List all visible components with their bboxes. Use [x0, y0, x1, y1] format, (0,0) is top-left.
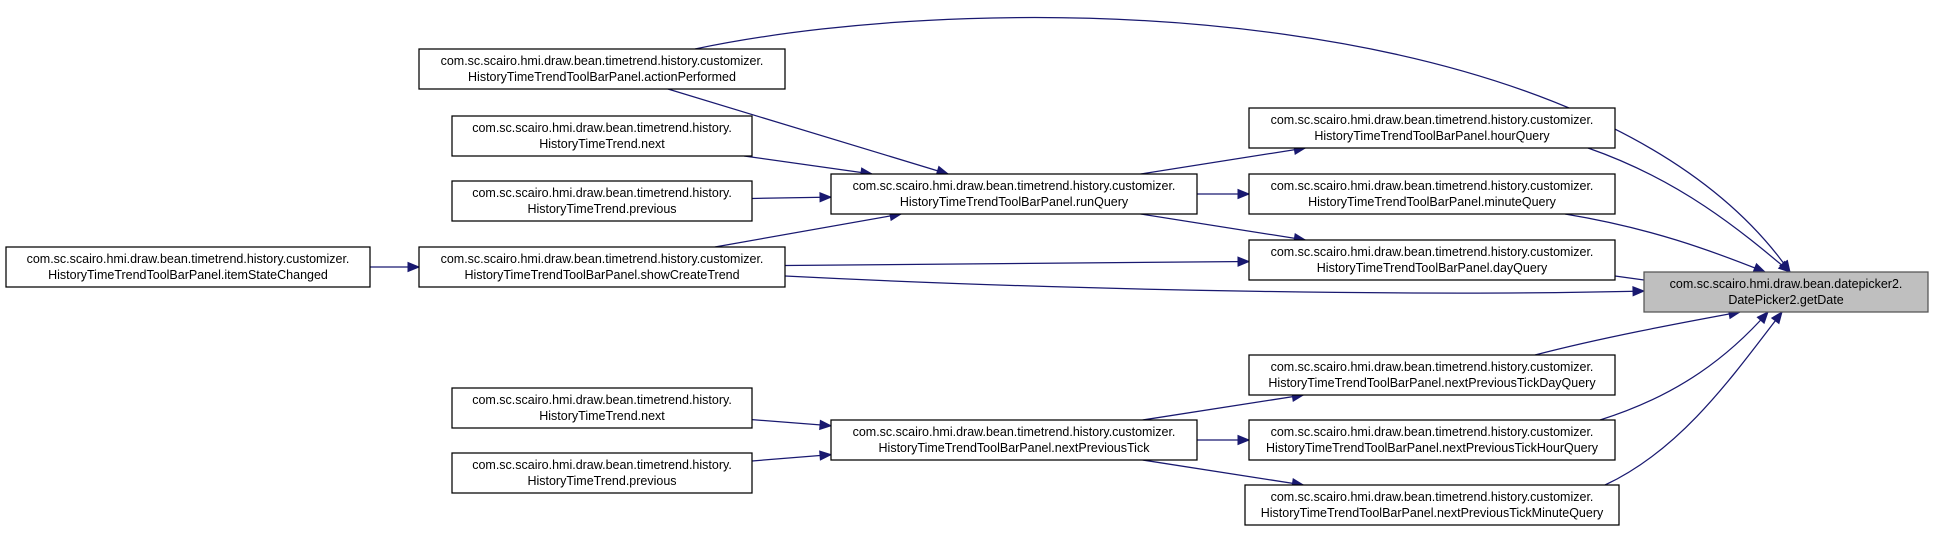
node-box-nptHourQuery[interactable] — [1248, 419, 1616, 461]
node-label-itemStateChanged-line1: com.sc.scairo.hmi.draw.bean.timetrend.hi… — [27, 252, 350, 266]
edge-showCreateTrend-to-getDate-arrowhead — [1632, 286, 1646, 297]
node-label-actionPerformed-line2: HistoryTimeTrendToolBarPanel.actionPerfo… — [468, 70, 736, 84]
node-runQuery[interactable]: com.sc.scairo.hmi.draw.bean.timetrend.hi… — [830, 173, 1198, 215]
node-label-nptHourQuery-line1: com.sc.scairo.hmi.draw.bean.timetrend.hi… — [1271, 425, 1594, 439]
node-nextPreviousTick[interactable]: com.sc.scairo.hmi.draw.bean.timetrend.hi… — [830, 419, 1198, 461]
node-label-previous2-line2: HistoryTimeTrend.previous — [527, 474, 676, 488]
node-label-getDate-line1: com.sc.scairo.hmi.draw.bean.datepicker2. — [1670, 277, 1903, 291]
edge-nextPreviousTick-to-nptHourQuery-arrowhead — [1237, 434, 1251, 446]
node-box-next1[interactable] — [451, 115, 753, 157]
node-label-runQuery-line2: HistoryTimeTrendToolBarPanel.runQuery — [900, 195, 1129, 209]
node-showCreateTrend[interactable]: com.sc.scairo.hmi.draw.bean.timetrend.hi… — [418, 246, 786, 288]
node-previous1[interactable]: com.sc.scairo.hmi.draw.bean.timetrend.hi… — [451, 180, 753, 222]
edge-dayQuery-to-getDate — [1614, 275, 1645, 281]
node-box-hourQuery[interactable] — [1248, 107, 1616, 149]
node-label-nextPreviousTick-line2: HistoryTimeTrendToolBarPanel.nextPreviou… — [879, 441, 1151, 455]
node-box-nextPreviousTick[interactable] — [830, 419, 1198, 461]
edge-next1-to-runQuery — [743, 155, 873, 175]
edge-previous1-to-runQuery-arrowhead — [819, 192, 833, 203]
node-label-minuteQuery-line2: HistoryTimeTrendToolBarPanel.minuteQuery — [1308, 195, 1557, 209]
edge-runQuery-to-dayQuery — [1140, 213, 1306, 241]
node-label-nptHourQuery-line2: HistoryTimeTrendToolBarPanel.nextPreviou… — [1266, 441, 1599, 455]
node-nptMinuteQuery[interactable]: com.sc.scairo.hmi.draw.bean.timetrend.hi… — [1244, 484, 1620, 526]
node-minuteQuery[interactable]: com.sc.scairo.hmi.draw.bean.timetrend.hi… — [1248, 173, 1616, 215]
node-dayQuery[interactable]: com.sc.scairo.hmi.draw.bean.timetrend.hi… — [1248, 239, 1616, 281]
node-box-getDate[interactable] — [1643, 271, 1929, 313]
edge-nptMinuteQuery-to-getDate-arrowhead — [1770, 310, 1783, 325]
edge-runQuery-to-hourQuery — [1140, 147, 1306, 175]
node-label-next2-line1: com.sc.scairo.hmi.draw.bean.timetrend.hi… — [472, 393, 732, 407]
node-label-hourQuery-line1: com.sc.scairo.hmi.draw.bean.timetrend.hi… — [1271, 113, 1594, 127]
node-label-previous1-line2: HistoryTimeTrend.previous — [527, 202, 676, 216]
edge-previous1-to-runQuery — [751, 196, 832, 200]
nodes-layer: com.sc.scairo.hmi.draw.bean.datepicker2.… — [5, 48, 1929, 526]
node-box-minuteQuery[interactable] — [1248, 173, 1616, 215]
edge-previous2-to-nextPreviousTick — [751, 454, 832, 462]
node-label-next1-line1: com.sc.scairo.hmi.draw.bean.timetrend.hi… — [472, 121, 732, 135]
node-label-next2-line2: HistoryTimeTrend.next — [539, 409, 665, 423]
edge-showCreateTrend-to-dayQuery — [784, 260, 1250, 267]
node-box-nptDayQuery[interactable] — [1248, 354, 1616, 396]
node-label-getDate-line2: DatePicker2.getDate — [1728, 293, 1843, 307]
edge-showCreateTrend-to-runQuery — [714, 213, 902, 248]
edge-nptDayQuery-to-getDate — [1534, 311, 1741, 356]
edge-actionPerformed-to-runQuery — [667, 88, 949, 175]
node-box-runQuery[interactable] — [830, 173, 1198, 215]
edge-nextPreviousTick-to-nptDayQuery — [1142, 394, 1304, 421]
node-box-dayQuery[interactable] — [1248, 239, 1616, 281]
edge-showCreateTrend-to-getDate — [784, 275, 1645, 294]
node-label-nextPreviousTick-line1: com.sc.scairo.hmi.draw.bean.timetrend.hi… — [853, 425, 1176, 439]
edge-nptMinuteQuery-to-getDate — [1604, 311, 1783, 486]
node-label-dayQuery-line1: com.sc.scairo.hmi.draw.bean.timetrend.hi… — [1271, 245, 1594, 259]
edge-runQuery-to-minuteQuery-arrowhead — [1237, 188, 1251, 200]
node-hourQuery[interactable]: com.sc.scairo.hmi.draw.bean.timetrend.hi… — [1248, 107, 1616, 149]
node-itemStateChanged[interactable]: com.sc.scairo.hmi.draw.bean.timetrend.hi… — [5, 246, 371, 288]
edge-minuteQuery-to-getDate — [1564, 213, 1766, 273]
node-label-dayQuery-line2: HistoryTimeTrendToolBarPanel.dayQuery — [1317, 261, 1548, 275]
node-box-nptMinuteQuery[interactable] — [1244, 484, 1620, 526]
node-next2[interactable]: com.sc.scairo.hmi.draw.bean.timetrend.hi… — [451, 387, 753, 429]
node-label-nptDayQuery-line1: com.sc.scairo.hmi.draw.bean.timetrend.hi… — [1271, 360, 1594, 374]
node-previous2[interactable]: com.sc.scairo.hmi.draw.bean.timetrend.hi… — [451, 452, 753, 494]
edge-nptHourQuery-to-getDate-arrowhead — [1756, 311, 1769, 325]
node-label-next1-line2: HistoryTimeTrend.next — [539, 137, 665, 151]
node-nptDayQuery[interactable]: com.sc.scairo.hmi.draw.bean.timetrend.hi… — [1248, 354, 1616, 396]
node-box-itemStateChanged[interactable] — [5, 246, 371, 288]
edge-nextPreviousTick-to-nptMinuteQuery — [1142, 459, 1304, 486]
node-box-next2[interactable] — [451, 387, 753, 429]
edge-minuteQuery-to-getDate-arrowhead — [1752, 262, 1767, 273]
node-label-minuteQuery-line1: com.sc.scairo.hmi.draw.bean.timetrend.hi… — [1271, 179, 1594, 193]
node-nptHourQuery[interactable]: com.sc.scairo.hmi.draw.bean.timetrend.hi… — [1248, 419, 1616, 461]
edge-hourQuery-to-getDate-arrowhead — [1777, 260, 1792, 273]
node-label-runQuery-line1: com.sc.scairo.hmi.draw.bean.timetrend.hi… — [853, 179, 1176, 193]
edge-showCreateTrend-to-dayQuery-arrowhead — [1237, 256, 1251, 267]
edge-next2-to-nextPreviousTick — [751, 419, 832, 427]
node-label-nptMinuteQuery-line1: com.sc.scairo.hmi.draw.bean.timetrend.hi… — [1271, 490, 1594, 504]
edge-itemStateChanged-to-showCreateTrend-arrowhead — [407, 261, 421, 273]
node-label-previous2-line1: com.sc.scairo.hmi.draw.bean.timetrend.hi… — [472, 458, 732, 472]
node-getDate[interactable]: com.sc.scairo.hmi.draw.bean.datepicker2.… — [1643, 271, 1929, 313]
node-box-previous2[interactable] — [451, 452, 753, 494]
edge-hourQuery-to-getDate — [1587, 147, 1791, 273]
node-label-actionPerformed-line1: com.sc.scairo.hmi.draw.bean.timetrend.hi… — [441, 54, 764, 68]
node-label-previous1-line1: com.sc.scairo.hmi.draw.bean.timetrend.hi… — [472, 186, 732, 200]
node-actionPerformed[interactable]: com.sc.scairo.hmi.draw.bean.timetrend.hi… — [418, 48, 786, 90]
node-box-showCreateTrend[interactable] — [418, 246, 786, 288]
edge-previous2-to-nextPreviousTick-arrowhead — [819, 450, 833, 461]
node-label-itemStateChanged-line2: HistoryTimeTrendToolBarPanel.itemStateCh… — [48, 268, 328, 282]
node-box-previous1[interactable] — [451, 180, 753, 222]
edge-nptHourQuery-to-getDate — [1599, 311, 1769, 421]
node-label-showCreateTrend-line1: com.sc.scairo.hmi.draw.bean.timetrend.hi… — [441, 252, 764, 266]
node-label-hourQuery-line2: HistoryTimeTrendToolBarPanel.hourQuery — [1314, 129, 1550, 143]
node-label-nptMinuteQuery-line2: HistoryTimeTrendToolBarPanel.nextPreviou… — [1261, 506, 1604, 520]
node-next1[interactable]: com.sc.scairo.hmi.draw.bean.timetrend.hi… — [451, 115, 753, 157]
edge-actionPerformed-to-getDate — [694, 16, 1791, 273]
node-label-showCreateTrend-line2: HistoryTimeTrendToolBarPanel.showCreateT… — [464, 268, 739, 282]
node-label-nptDayQuery-line2: HistoryTimeTrendToolBarPanel.nextPreviou… — [1268, 376, 1596, 390]
edge-next2-to-nextPreviousTick-arrowhead — [819, 419, 833, 431]
node-box-actionPerformed[interactable] — [418, 48, 786, 90]
